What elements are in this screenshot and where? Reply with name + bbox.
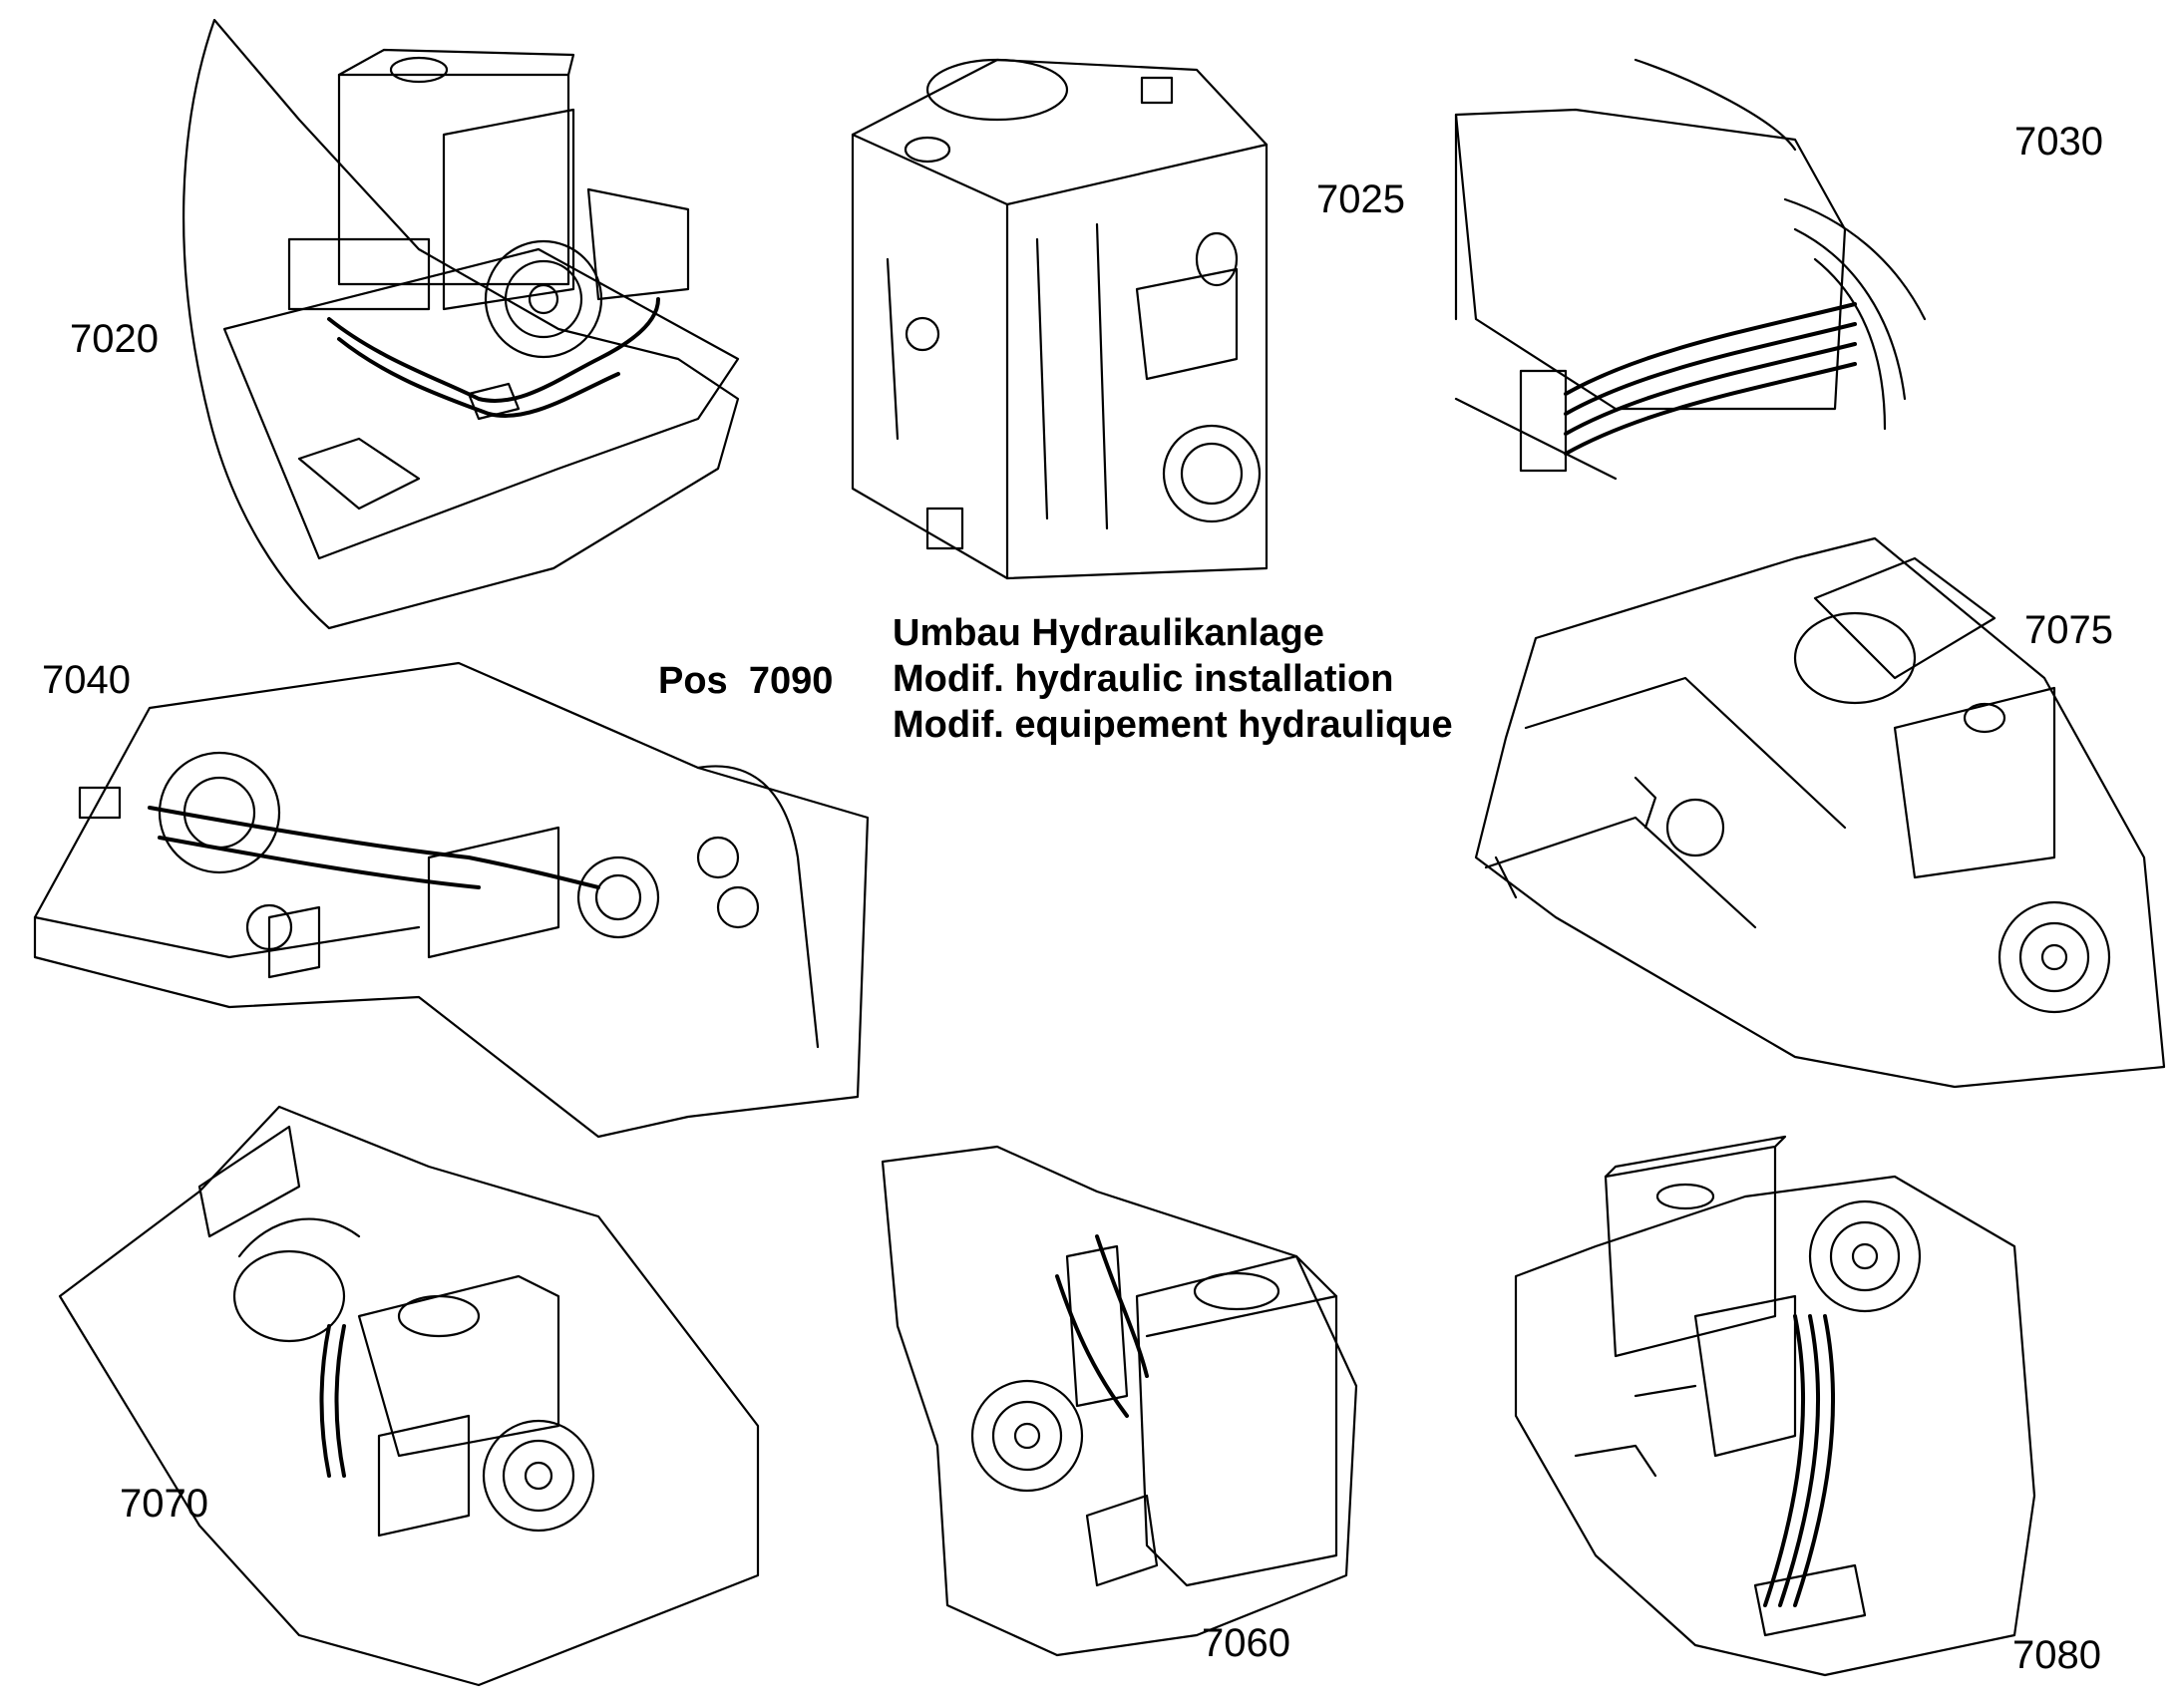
callout-7060: 7060 xyxy=(1202,1621,1290,1665)
title-block: Umbau Hydraulikanlage Modif. hydraulic i… xyxy=(893,610,1453,748)
assembly-7070-drawing xyxy=(58,1105,760,1687)
callout-7030: 7030 xyxy=(2014,120,2103,164)
title-line-german: Umbau Hydraulikanlage xyxy=(893,612,1324,654)
assembly-7030-drawing xyxy=(1454,58,1927,481)
assembly-7060-drawing xyxy=(881,1145,1358,1657)
assembly-7020-drawing xyxy=(182,18,740,630)
pos-label: Pos 7090 xyxy=(658,660,833,703)
callout-7020: 7020 xyxy=(70,317,159,361)
callout-7075: 7075 xyxy=(2024,608,2113,652)
callout-7025: 7025 xyxy=(1316,177,1405,221)
assembly-7040-drawing xyxy=(33,661,870,1139)
callout-7070: 7070 xyxy=(120,1482,208,1526)
callout-7080: 7080 xyxy=(2012,1633,2101,1677)
pos-number: 7090 xyxy=(748,660,834,702)
assembly-7075-drawing xyxy=(1474,536,2166,1089)
title-line-french: Modif. equipement hydraulique xyxy=(893,704,1453,746)
assembly-7025-drawing xyxy=(851,58,1269,580)
assembly-7080-drawing xyxy=(1514,1135,2036,1677)
callout-7040: 7040 xyxy=(42,658,131,702)
title-line-english: Modif. hydraulic installation xyxy=(893,658,1394,700)
pos-word: Pos xyxy=(658,660,728,702)
